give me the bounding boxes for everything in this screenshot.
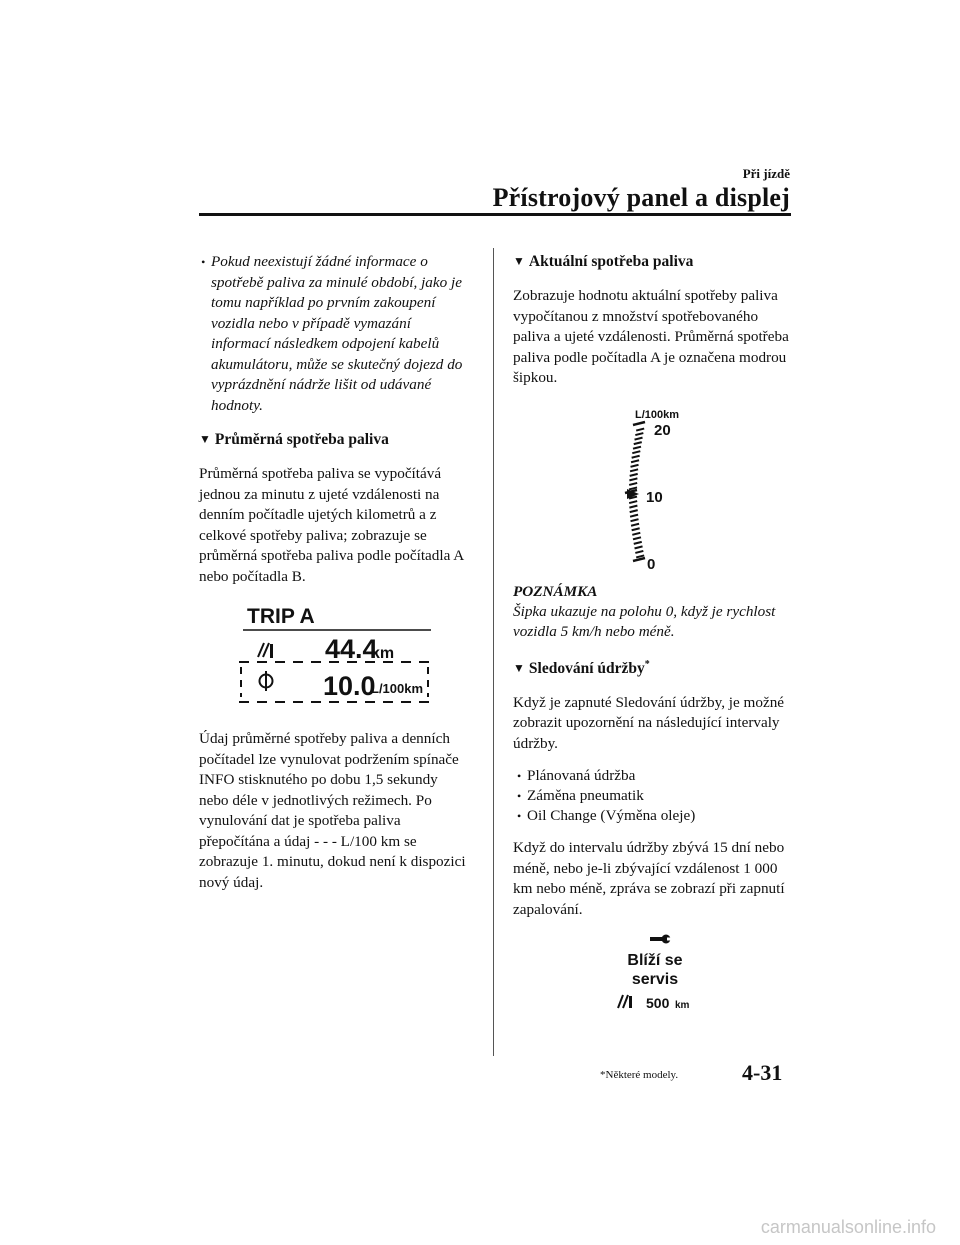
gauge-tick [635,553,645,558]
left-column: • Pokud neexistují žádné informace o spo… [199,252,471,905]
gauge-tick [632,445,642,450]
list-item: •Plánovaná údržba [517,767,636,785]
footnote: *Některé modely. [600,1069,679,1081]
current-consumption-text: Zobrazuje hodnotu aktuální spotřeby pali… [513,287,789,386]
maintenance-text: Když je zapnuté Sledování údržby, je mož… [513,693,785,752]
triangle-marker-icon: ▼ [513,660,525,675]
gauge-tick [631,454,640,459]
column-divider [493,248,494,1056]
gauge-tick [629,467,639,472]
bullet-dot-icon: • [201,255,206,269]
section-label: Při jízdě [742,166,790,181]
gauge-tick [628,495,638,500]
gauge-ticks [624,420,646,562]
trip-distance-value: 44.4 [325,634,378,664]
gauge-label-low: 0 [647,556,655,573]
fuel-pump-icon [617,994,632,1009]
trip-consumption-unit: L/100km [371,681,423,696]
gauge-tick [628,499,638,504]
wrench-icon [650,934,671,944]
gauge-label-mid: 10 [646,489,663,506]
gauge-pointer-icon [627,488,639,499]
interval-text: Když do intervalu údržby zbývá 15 dní ne… [513,839,785,918]
note-text: Šipka ukazuje na polohu 0, když je rychl… [513,602,776,641]
gauge-tick [632,449,641,454]
list-item: •Záměna pneumatik [517,787,644,805]
gauge-tick [634,436,643,441]
gauge-tick [632,535,642,540]
fuel-pump-icon [257,642,273,658]
gauge-tick [629,508,638,513]
gauge-tick [628,485,638,490]
gauge-tick [632,420,646,426]
gauge-tick [635,549,644,554]
header-rule [199,213,791,216]
bullet-dot-icon: • [517,769,522,784]
bullet-dot-icon: • [517,809,522,824]
average-symbol-icon [258,671,274,691]
gauge-tick [631,526,640,531]
trip-display-figure: TRIP A 44.4 km 10.0 L/100km [239,605,431,703]
gauge-tick [633,440,642,445]
list-item: •Oil Change (Výměna oleje) [517,807,696,825]
trip-distance-unit: km [371,645,394,662]
trip-label: TRIP A [247,605,315,628]
service-display-figure: Blíží se servis 500 km [617,934,690,1011]
heading-current-consumption: ▼Aktuální spotřeba paliva [513,253,694,270]
service-line2: servis [632,971,678,988]
gauge-tick [635,427,645,432]
service-distance-unit: km [675,1000,690,1011]
asterisk-mark: * [644,658,650,670]
gauge-tick [629,476,638,481]
gauge-tick [630,522,640,527]
gauge-label-high: 20 [654,422,671,439]
page-title: Přístrojový panel a displej [492,183,790,212]
page-number: 4-31 [742,1060,783,1085]
consumption-gauge: L/100km 20 10 0 [513,401,790,576]
right-column: ▼Aktuální spotřeba paliva Zobrazuje hodn… [513,252,790,1012]
gauge-tick [630,463,639,468]
service-distance-value: 500 [646,995,670,1011]
average-consumption-text: Průměrná spotřeba paliva se vypočítává j… [199,465,464,585]
gauge-tick [632,531,641,536]
gauge-tick [635,431,644,436]
gauge-tick [633,540,642,545]
service-display: Blíží se servis 500 km [513,932,790,1012]
gauge-tick [634,544,643,549]
gauge-tick [629,504,638,509]
gauge-tick [629,513,639,518]
gauge-tick [628,481,638,486]
gauge-tick [632,556,646,562]
gauge-figure: L/100km 20 10 0 [624,409,679,573]
heading-maintenance: ▼Sledování údržby* [513,658,650,677]
trip-consumption-value: 10.0 [323,671,376,701]
note-bullet: • Pokud neexistují žádné informace o spo… [199,252,471,416]
note-title: POZNÁMKA [513,582,598,600]
triangle-marker-icon: ▼ [513,254,525,268]
triangle-marker-icon: ▼ [199,432,211,446]
gauge-tick [629,472,638,477]
note-bullet-text: Pokud neexistují žádné informace o spotř… [211,253,463,414]
watermark: carmanualsonline.info [760,1217,936,1237]
trip-display: TRIP A 44.4 km 10.0 L/100km [199,599,471,717]
service-line1: Blíží se [627,952,682,969]
bullet-dot-icon: • [517,789,522,804]
gauge-tick [630,458,640,463]
maintenance-list: •Plánovaná údržba •Záměna pneumatik •Oil… [513,766,790,826]
reset-text: Údaj průměrné spotřeby paliva a denních … [199,730,466,891]
gauge-unit: L/100km [635,409,679,421]
gauge-tick [630,517,639,522]
heading-average-consumption: ▼Průměrná spotřeba paliva [199,431,389,448]
